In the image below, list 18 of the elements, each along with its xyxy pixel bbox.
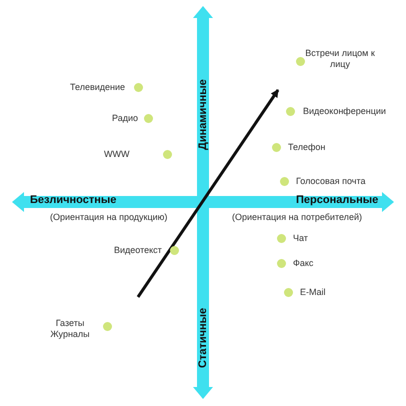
item-label: Газеты Журналы bbox=[50, 318, 90, 340]
item-label: Телевидение bbox=[70, 82, 126, 93]
item-label: WWW bbox=[104, 149, 130, 160]
item-label: Голосовая почта bbox=[296, 176, 366, 187]
axis-label: Безличностные bbox=[30, 195, 116, 206]
axis-sublabel: (Ориентация на продукцию) bbox=[50, 212, 168, 223]
axis-label: Динамичные bbox=[198, 79, 209, 150]
item-label: Встречи лицом к лицу bbox=[305, 48, 375, 70]
item-label: Видеоконференции bbox=[303, 106, 386, 117]
item-label: E-Mail bbox=[300, 287, 326, 298]
axis-label: Персональные bbox=[296, 195, 378, 206]
item-label: Телефон bbox=[288, 142, 326, 153]
axis-sublabel: (Ориентация на потребителей) bbox=[232, 212, 362, 223]
item-label: Радио bbox=[112, 113, 138, 124]
item-label: Видеотекст bbox=[114, 245, 162, 256]
axis-label: Статичные bbox=[198, 308, 209, 368]
item-label: Факс bbox=[293, 258, 314, 269]
item-label: Чат bbox=[293, 233, 308, 244]
